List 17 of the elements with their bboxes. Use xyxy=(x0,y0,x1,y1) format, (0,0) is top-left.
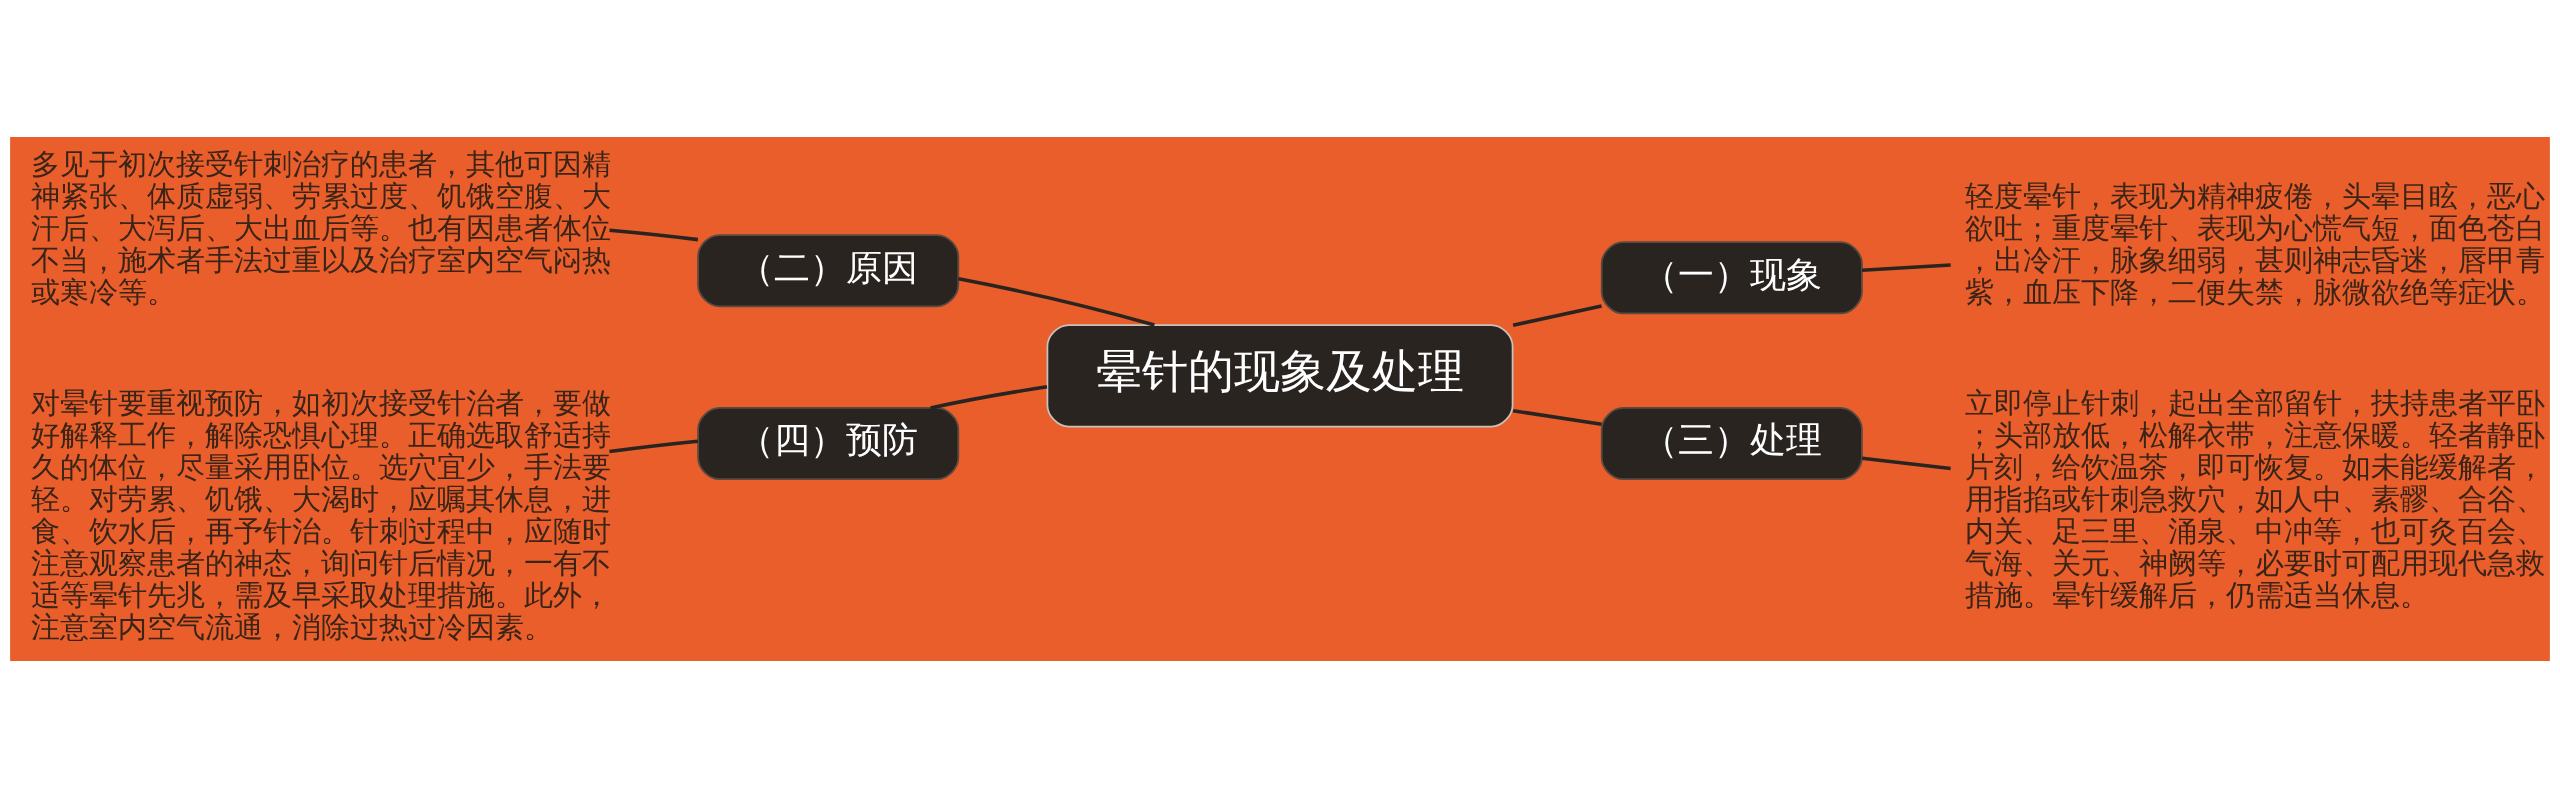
connector xyxy=(1861,456,1951,470)
connector xyxy=(930,384,1048,410)
node-box: （四）预防 xyxy=(697,406,960,480)
connector xyxy=(1861,262,1951,272)
node-box: （一）现象 xyxy=(1600,240,1863,314)
node-box: （二）原因 xyxy=(697,233,960,307)
connector xyxy=(1512,303,1602,327)
node-text: 多见于初次接受针刺治疗的患者，其他可因精神紧张、体质虚弱、劳累过度、饥饿空腹、大汗后、大泻后、大出血后等。也有因患者体位不当，施术者手法过重以及治疗室内空气闷热或寒冷等。 xyxy=(31,147,612,309)
connector xyxy=(1512,408,1602,426)
node-text: 轻度晕针，表现为精神疲倦，头晕目眩，恶心欲吐；重度晕针、表现为心慌气短，面色苍白，出冷汗，脉象细弱，甚则神志昏迷，唇甲青紫，血压下降，二便失禁，脉微欲绝等症状。 xyxy=(1965,179,2546,309)
node-box: 晕针的现象及处理 xyxy=(1046,323,1514,427)
node-text: 立即停止针刺，起出全部留针，扶持患者平卧；头部放低，松解衣带，注意保暖。轻者静卧片刻，给饮温茶，即可恢复。如未能缓解者，用指掐或针刺急救穴，如人中、素髎、合谷、内关、足三里、涌泉、中冲等，也可灸百会、气海、关元、神阙等，必要时可配用现代急救措施。晕针缓解后，仍需适当休息。 xyxy=(1965,386,2546,612)
node-box: （三）处理 xyxy=(1600,406,1863,480)
node-text: 对晕针要重视预防，如初次接受针治者，要做好解释工作，解除恐惧心理。正确选取舒适持久的体位，尽量采用卧位。选穴宜少，手法要轻。对劳累、饥饿、大渴时，应嘱其休息，进食、饮水后，再予针治。针刺过程中，应随时注意观察患者的神态，询问针后情况，一有不适等晕针先兆，需及早采取处理措施。此外，注意室内空气流通，消除过热过冷因素。 xyxy=(31,386,612,644)
connector xyxy=(609,227,699,241)
connector xyxy=(609,438,699,453)
connector xyxy=(958,276,1155,327)
